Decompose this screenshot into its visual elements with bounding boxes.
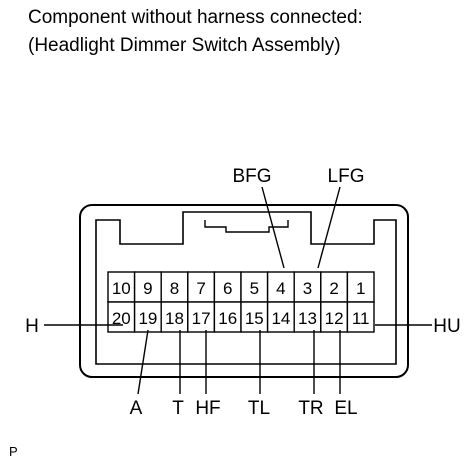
- pin-number: 2: [329, 279, 338, 298]
- pin-cell: [240, 271, 269, 303]
- title-line-1: Component without harness connected:: [28, 7, 363, 28]
- terminal-label-hf: HF: [195, 398, 220, 419]
- pin-cell: [346, 301, 375, 333]
- pin-number: 19: [138, 309, 157, 328]
- pin-cell: [133, 271, 162, 303]
- diagram-title: Component without harness connected: (He…: [28, 4, 363, 60]
- terminal-label-t: T: [172, 398, 184, 419]
- leader-line-bfg: [261, 186, 285, 269]
- terminal-labels: BFG LFG H HU A T HF TL TR EL: [25, 166, 461, 419]
- pin-number: 12: [325, 309, 344, 328]
- leader-lines: [44, 186, 432, 395]
- pin-number: 20: [112, 309, 131, 328]
- pin-number: 5: [250, 279, 259, 298]
- pin-number: 6: [223, 279, 232, 298]
- pin-cell: [187, 271, 216, 303]
- pin-number: 16: [218, 309, 237, 328]
- pin-number: 13: [298, 309, 317, 328]
- pin-number: 11: [352, 309, 370, 328]
- pin-number: 3: [303, 279, 312, 298]
- pin-cell: [160, 301, 189, 333]
- pin-cell: [107, 301, 136, 333]
- pin-number: 15: [245, 309, 264, 328]
- pin-number: 8: [170, 279, 179, 298]
- terminal-label-el: EL: [334, 398, 357, 419]
- terminal-label-a: A: [130, 398, 143, 419]
- terminal-label-tr: TR: [298, 398, 323, 419]
- terminal-label-bfg: BFG: [232, 166, 271, 187]
- terminal-label-lfg: LFG: [328, 166, 365, 187]
- pin-cell: [213, 301, 242, 333]
- terminal-label-hu: HU: [433, 316, 460, 337]
- lock-tab: [204, 220, 289, 233]
- pin-number: 4: [276, 279, 285, 298]
- leader-line-lfg: [317, 186, 341, 269]
- pin-number: 14: [271, 309, 290, 328]
- pin-number: 9: [143, 279, 152, 298]
- pin-cell: [266, 301, 295, 333]
- pin-number: 17: [192, 309, 211, 328]
- pin-cell: [187, 301, 216, 333]
- title-line-2: (Headlight Dimmer Switch Assembly): [28, 35, 341, 56]
- corner-mark: P: [9, 444, 18, 459]
- pin-number: 18: [165, 309, 184, 328]
- terminal-label-h: H: [25, 316, 39, 337]
- pin-cell: [320, 301, 349, 333]
- pin-cell: [213, 271, 242, 303]
- pin-cell: [320, 271, 349, 303]
- pin-cell: [266, 271, 295, 303]
- terminal-label-tl: TL: [248, 398, 270, 419]
- pin-number: 1: [356, 279, 365, 298]
- pin-cell: [133, 301, 162, 333]
- pin-number: 10: [112, 279, 131, 298]
- pin-number: 7: [196, 279, 205, 298]
- leader-line-a: [137, 329, 149, 395]
- pin-cell: [240, 301, 269, 333]
- pin-cell: [346, 271, 375, 303]
